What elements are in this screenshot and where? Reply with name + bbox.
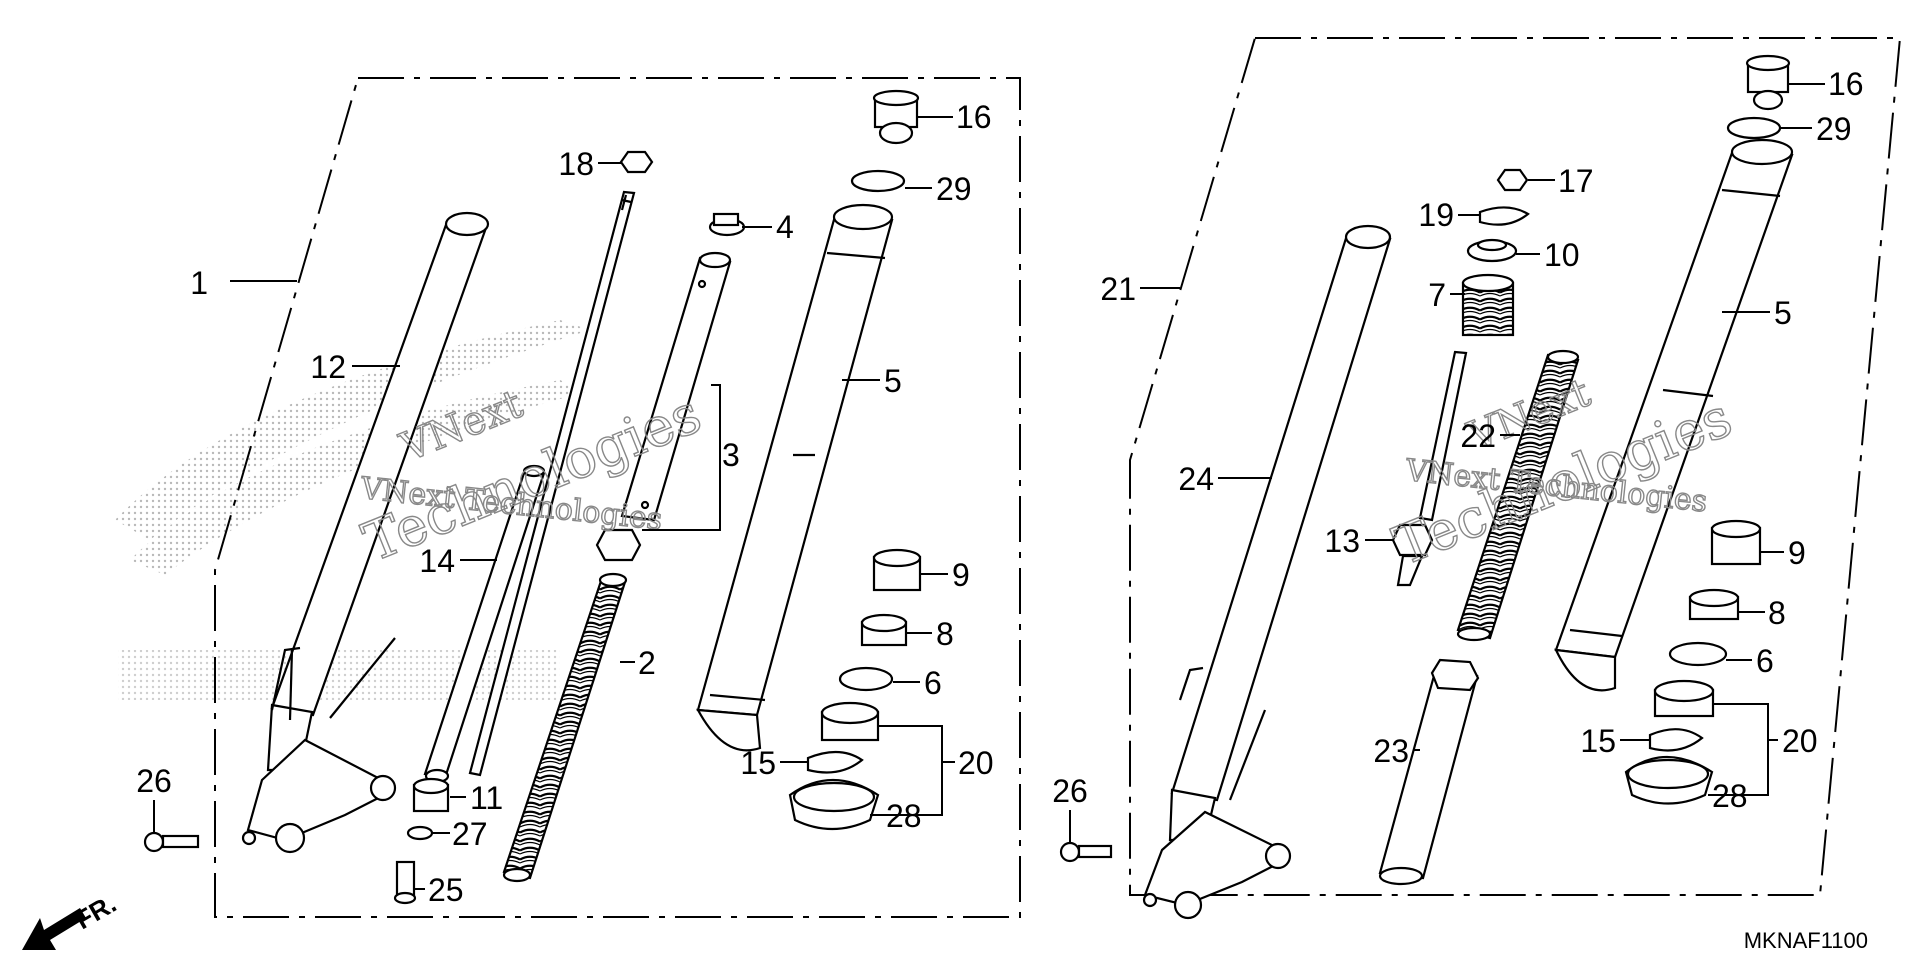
- left-assembly-frame: [214, 77, 1021, 918]
- part-20-seal-left: [820, 701, 880, 742]
- part-6-washer-left: [838, 666, 894, 692]
- part-18-nut: [619, 150, 654, 174]
- part-12-fork-tube: [270, 211, 490, 717]
- callout-27: 27: [452, 816, 488, 852]
- callout-21: 21: [1100, 271, 1136, 307]
- part-28-dust-seal-right: [1624, 755, 1714, 805]
- callout-20-right: 20: [1782, 723, 1818, 759]
- callout-10: 10: [1544, 237, 1580, 273]
- diagram-code: MKNAF1100: [1744, 928, 1868, 953]
- callout-labels: 1 12 18 14 3 4 2 11 27 25 26 16 29 5 9 8…: [136, 66, 1863, 908]
- callout-28-right: 28: [1712, 778, 1748, 814]
- callout-23: 23: [1373, 733, 1409, 769]
- callout-16-right: 16: [1828, 66, 1864, 102]
- part-5-outer-tube-right: [1554, 138, 1794, 692]
- part-20-seal-right: [1653, 679, 1715, 718]
- callout-11: 11: [470, 780, 503, 816]
- part-1-fork-slider: [241, 637, 397, 854]
- part-15-clip-left: [806, 750, 864, 774]
- callout-29-right: 29: [1816, 111, 1852, 147]
- callout-16-left: 16: [956, 99, 992, 135]
- part-8-bushing-left: [860, 613, 908, 647]
- callout-7: 7: [1428, 277, 1446, 313]
- part-13-rod-nut: [1391, 350, 1468, 587]
- background-logo-shape: [115, 320, 590, 700]
- callout-15-right: 15: [1580, 723, 1616, 759]
- callout-29-left: 29: [936, 171, 972, 207]
- callout-26-left: 26: [136, 763, 172, 799]
- part-19-clip: [1478, 206, 1530, 226]
- part-rod-nut: [595, 528, 642, 562]
- part-3-cartridge-tube: [620, 251, 732, 522]
- callout-22: 22: [1460, 418, 1496, 454]
- part-26-bolt-left: [143, 831, 200, 853]
- part-26-bolt-right: [1059, 841, 1113, 863]
- part-29-oring-right: [1726, 116, 1782, 140]
- callout-17: 17: [1558, 163, 1594, 199]
- part-29-oring-left: [850, 169, 906, 193]
- part-16-cap-left: [872, 89, 920, 145]
- callout-24: 24: [1178, 461, 1214, 497]
- leader-lines: [153, 83, 1825, 890]
- part-28-dust-seal-left: [788, 779, 880, 830]
- callout-15-left: 15: [740, 745, 776, 781]
- callout-19: 19: [1418, 197, 1454, 233]
- left-fork-parts: [143, 89, 922, 905]
- part-27-washer: [406, 825, 434, 841]
- callout-20-left: 20: [958, 745, 994, 781]
- part-11-bushing: [412, 777, 450, 813]
- callout-6-left: 6: [924, 665, 942, 701]
- callout-5-left: 5: [884, 363, 902, 399]
- callout-5-right: 5: [1774, 295, 1792, 331]
- part-10-spring-seat: [1466, 238, 1518, 263]
- part-23-tube: [1378, 658, 1480, 886]
- right-assembly-frame: [1129, 37, 1902, 896]
- part-15-clip-right: [1648, 728, 1704, 752]
- part-22-spring: [1456, 349, 1580, 642]
- part-14-damper-rod: [423, 190, 636, 784]
- callout-3: 3: [722, 437, 740, 473]
- part-16-cap-right: [1745, 54, 1791, 111]
- callout-26-right: 26: [1052, 773, 1088, 809]
- callout-8-left: 8: [936, 616, 954, 652]
- callout-6-right: 6: [1756, 643, 1774, 679]
- part-25-bolt: [393, 860, 417, 905]
- callout-1: 1: [190, 265, 208, 301]
- part-6-washer-right: [1668, 641, 1728, 667]
- callout-4: 4: [776, 209, 794, 245]
- callout-13: 13: [1324, 523, 1360, 559]
- front-direction-arrow: FR.: [22, 888, 121, 950]
- callout-2: 2: [638, 645, 656, 681]
- callout-8-right: 8: [1768, 595, 1786, 631]
- part-8-bushing-right: [1688, 588, 1740, 621]
- front-label: FR.: [70, 888, 121, 935]
- callout-9-right: 9: [1788, 535, 1806, 571]
- part-24-fork-tube: [1170, 224, 1392, 802]
- callout-12: 12: [310, 349, 346, 385]
- callout-9-left: 9: [952, 557, 970, 593]
- part-17-nut: [1496, 168, 1529, 192]
- callout-14: 14: [419, 543, 455, 579]
- part-21-fork-slider: [1142, 666, 1292, 920]
- part-9-bushing-left: [872, 548, 922, 592]
- part-9-bushing-right: [1710, 519, 1762, 566]
- callout-28-left: 28: [886, 798, 922, 834]
- part-2-spring: [502, 572, 628, 883]
- part-4-cap: [708, 212, 746, 237]
- part-5-outer-tube-left: [696, 203, 894, 752]
- part-7-spring: [1461, 273, 1515, 337]
- right-fork-parts: [1059, 54, 1794, 920]
- callout-18: 18: [558, 146, 594, 182]
- callout-25: 25: [428, 872, 464, 908]
